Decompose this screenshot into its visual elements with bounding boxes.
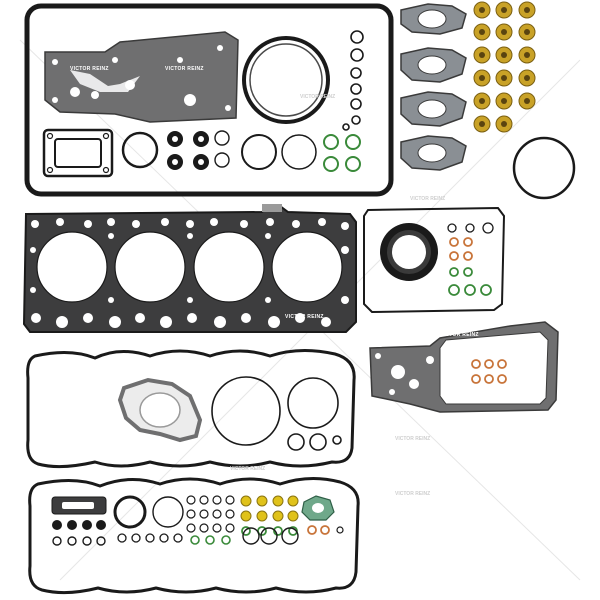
exhaust-gasket: [400, 3, 467, 35]
exhaust-gasket: [400, 47, 467, 83]
svg-text:VICTOR REINZ: VICTOR REINZ: [395, 491, 430, 497]
exhaust-gasket: [400, 91, 467, 127]
oil-pan-gasket: [24, 3, 394, 197]
cylinder-head-gasket: VICTOR REINZ: [22, 204, 357, 333]
gasket-brand-mark: VICTOR REINZ: [285, 314, 324, 320]
timing-cover-gasket: VICTOR REINZ VICTOR REINZ: [44, 31, 239, 123]
background-brand-marks: VICTOR REINZ VICTOR REINZ VICTOR REINZ V…: [230, 94, 445, 497]
intake-o-rings: [211, 376, 342, 451]
valve-cover-gasket-lower: [28, 477, 360, 595]
gasket-brand-mark: VICTOR REINZ: [70, 66, 109, 72]
bottom-small-parts: [51, 495, 344, 546]
oil-cooler-gasket: VICTOR REINZ: [369, 321, 559, 413]
crank-seal-ring: [242, 36, 330, 124]
svg-text:VICTOR REINZ: VICTOR REINZ: [410, 196, 445, 202]
egr-gasket: [117, 377, 203, 443]
seal-cluster-top: [121, 130, 361, 172]
gasket-brand-mark: VICTOR REINZ: [440, 332, 479, 338]
svg-text:VICTOR REINZ: VICTOR REINZ: [395, 436, 430, 442]
front-cover-seals: [447, 222, 494, 296]
svg-text:VICTOR REINZ: VICTOR REINZ: [230, 466, 265, 472]
gasket-brand-mark: VICTOR REINZ: [165, 66, 204, 72]
turbo-flange-gasket: [42, 128, 114, 178]
valve-stem-seals: [473, 1, 536, 133]
exhaust-gasket: [400, 135, 467, 171]
valve-cover-gasket-upper: [26, 348, 356, 469]
front-cover-gasket: [363, 206, 506, 314]
exhaust-manifold-gaskets: [400, 3, 467, 171]
small-o-rings-top: [342, 30, 364, 131]
large-o-ring: [512, 136, 576, 200]
svg-text:VICTOR REINZ: VICTOR REINZ: [300, 94, 335, 100]
